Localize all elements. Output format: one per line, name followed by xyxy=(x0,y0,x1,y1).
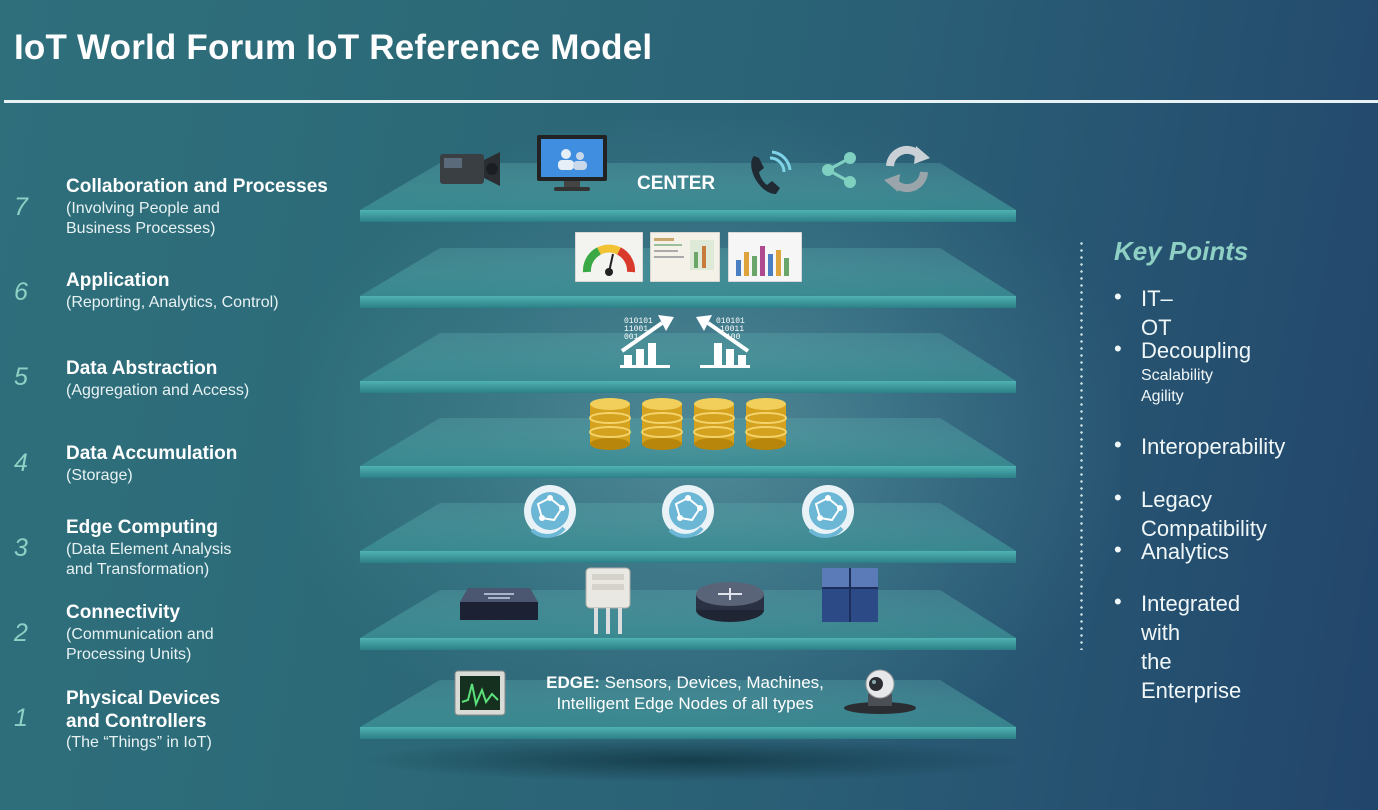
layer-number: 3 xyxy=(14,534,28,562)
layer-subtitle: (Storage) xyxy=(66,467,133,484)
globe-sync-icon xyxy=(662,485,714,538)
slab-4 xyxy=(360,418,1016,478)
layer-heading: Data Accumulation xyxy=(66,443,238,464)
edge-label-rest: Sensors, Devices, Machines, xyxy=(599,673,824,692)
key-point-text: Analytics xyxy=(1141,539,1230,564)
bar-report-icon xyxy=(728,232,802,282)
bullet-icon: • xyxy=(1114,336,1122,361)
key-point-text: Decoupling xyxy=(1141,338,1252,363)
title-divider xyxy=(4,100,1378,103)
database-icon xyxy=(589,398,631,450)
sensor-module-icon xyxy=(585,567,631,634)
data-down-icon: 010101 10011 100 xyxy=(696,315,750,368)
gauge-icon xyxy=(575,232,643,282)
layer-heading: Physical Devices and Controllers xyxy=(66,688,221,732)
refresh-icon xyxy=(884,145,930,193)
layer-subtitle: (Reporting, Analytics, Control) xyxy=(66,294,279,311)
slab-1 xyxy=(360,680,1016,739)
layer-number: 7 xyxy=(14,193,28,221)
svg-text:11001: 11001 xyxy=(624,325,648,334)
center-label: CENTER xyxy=(637,173,716,194)
layer-number: 1 xyxy=(14,704,28,732)
globe-sync-icon xyxy=(524,485,576,538)
report-icon xyxy=(650,232,720,282)
key-point-text: IT–OT xyxy=(1141,286,1173,340)
layer-heading: Collaboration and Processes xyxy=(66,176,328,197)
bullet-icon: • xyxy=(1114,432,1122,457)
router-icon xyxy=(696,582,764,622)
data-up-icon: 010101 11001 001 xyxy=(620,315,674,368)
database-icon xyxy=(641,398,683,450)
key-point-text: Legacy Compatibility xyxy=(1141,487,1267,541)
edge-label-line2: Intelligent Edge Nodes of all types xyxy=(556,694,814,713)
page-title: IoT World Forum IoT Reference Model xyxy=(14,28,653,67)
layer-heading: Edge Computing xyxy=(66,517,218,538)
key-points-title: Key Points xyxy=(1114,236,1249,266)
layer-subtitle: (The “Things” in IoT) xyxy=(66,734,212,751)
svg-text:010101: 010101 xyxy=(716,317,745,326)
key-point-text: Interoperability xyxy=(1141,434,1286,459)
bullet-icon: • xyxy=(1114,284,1122,309)
layer-subtitle: (Aggregation and Access) xyxy=(66,382,250,399)
key-point-subitem: Agility xyxy=(1141,388,1184,405)
monitor-users-icon xyxy=(537,135,607,191)
svg-text:010101: 010101 xyxy=(624,317,653,326)
layer-number: 6 xyxy=(14,278,28,306)
video-camera-icon xyxy=(440,152,500,186)
key-point-text: Integrated with the Enterprise xyxy=(1141,591,1242,703)
layer-heading: Application xyxy=(66,270,170,291)
edge-label-bold: EDGE: xyxy=(546,673,600,692)
bullet-icon: • xyxy=(1114,537,1122,562)
layer-heading: Connectivity xyxy=(66,602,181,623)
bullet-icon: • xyxy=(1114,485,1122,510)
layer-subtitle: (Communication and Processing Units) xyxy=(66,626,214,663)
svg-text:001: 001 xyxy=(624,333,639,342)
oscilloscope-icon xyxy=(454,670,506,716)
layer-subtitle: (Data Element Analysis and Transformatio… xyxy=(66,541,232,578)
edge-label: EDGE: Sensors, Devices, Machines, Intell… xyxy=(530,672,840,714)
ptz-camera-icon xyxy=(844,669,916,714)
layer-heading: Data Abstraction xyxy=(66,358,218,379)
share-icon xyxy=(822,152,856,188)
key-points-divider xyxy=(1080,240,1083,650)
stack-shadow xyxy=(360,738,1020,782)
database-icon xyxy=(745,398,787,450)
svg-text:100: 100 xyxy=(726,333,741,342)
slab-5 xyxy=(360,333,1016,393)
key-point-subitem: Scalability xyxy=(1141,367,1214,384)
layer-number: 2 xyxy=(14,619,28,647)
layer-number: 5 xyxy=(14,363,28,391)
switch-icon xyxy=(460,588,538,620)
database-icon xyxy=(693,398,735,450)
globe-sync-icon xyxy=(802,485,854,538)
slab-7 xyxy=(360,163,1016,222)
bullet-icon: • xyxy=(1114,589,1122,614)
layer-number: 4 xyxy=(14,449,28,477)
server-icon xyxy=(822,568,878,622)
phone-icon xyxy=(751,150,792,194)
layer-subtitle: (Involving People and Business Processes… xyxy=(66,200,220,237)
svg-text:10011: 10011 xyxy=(720,325,744,334)
